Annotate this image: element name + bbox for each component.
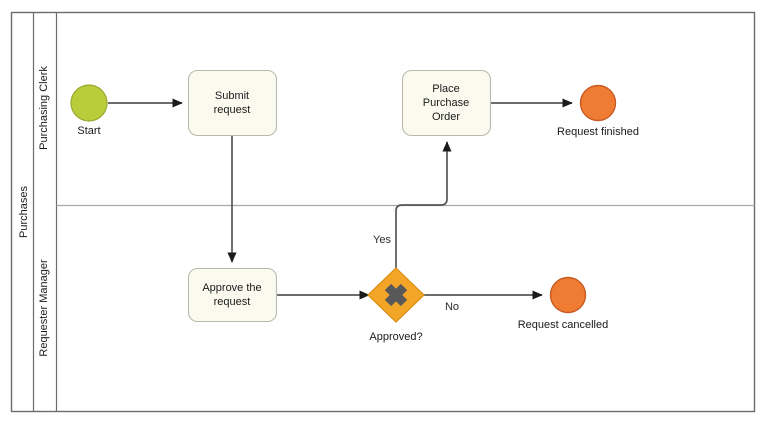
node-end-event-request-cancelled[interactable]: Request cancelled bbox=[518, 276, 609, 332]
submit-request-label-line-1: Submit bbox=[215, 90, 249, 102]
flow-gateway-yes bbox=[395, 141, 452, 268]
node-task-approve-the-request[interactable]: Approve the request bbox=[187, 267, 278, 323]
approved-gateway-label: Approved? bbox=[369, 331, 422, 343]
lane-requester-manager: Requester Manager bbox=[38, 259, 50, 357]
lane-purchasing-clerk: Purchasing Clerk bbox=[38, 12, 58, 412]
flow-label-no: No bbox=[445, 301, 459, 313]
flow-label-yes: Yes bbox=[373, 234, 391, 246]
node-gateway-approved[interactable]: Approved? bbox=[367, 267, 425, 343]
submit-request-label-line-2: request bbox=[214, 104, 251, 116]
pool-purchases: Purchases bbox=[10, 11, 756, 413]
node-task-place-purchase-order[interactable]: Place Purchase Order bbox=[401, 69, 492, 137]
pool-label: Purchases bbox=[18, 186, 30, 238]
approve-the-request-label-line-1: Approve the bbox=[202, 282, 261, 294]
pool-outer-border bbox=[10, 11, 756, 413]
lane-label-purchasing-clerk: Purchasing Clerk bbox=[38, 66, 50, 150]
request-cancelled-label: Request cancelled bbox=[518, 319, 609, 331]
node-task-submit-request[interactable]: Submit request bbox=[187, 69, 278, 137]
request-finished-label: Request finished bbox=[557, 126, 639, 138]
request-finished-circle[interactable] bbox=[579, 84, 617, 122]
submit-request-box[interactable] bbox=[187, 69, 278, 137]
lane-label-requester-manager: Requester Manager bbox=[38, 259, 50, 357]
place-purchase-order-label-line-1: Place bbox=[432, 83, 460, 95]
place-purchase-order-label-line-2: Purchase bbox=[423, 97, 469, 109]
approve-the-request-label-line-2: request bbox=[214, 296, 251, 308]
node-end-event-request-finished[interactable]: Request finished bbox=[557, 84, 639, 139]
request-cancelled-circle[interactable] bbox=[549, 276, 587, 314]
start-event-circle[interactable] bbox=[70, 84, 108, 122]
start-event-label: Start bbox=[77, 125, 100, 137]
node-start-event[interactable]: Start bbox=[70, 84, 108, 137]
approve-the-request-box[interactable] bbox=[187, 267, 278, 323]
gateway-x-icon-stroke-2 bbox=[384, 283, 408, 307]
place-purchase-order-box[interactable] bbox=[401, 69, 492, 137]
place-purchase-order-label-line-3: Order bbox=[432, 111, 460, 123]
